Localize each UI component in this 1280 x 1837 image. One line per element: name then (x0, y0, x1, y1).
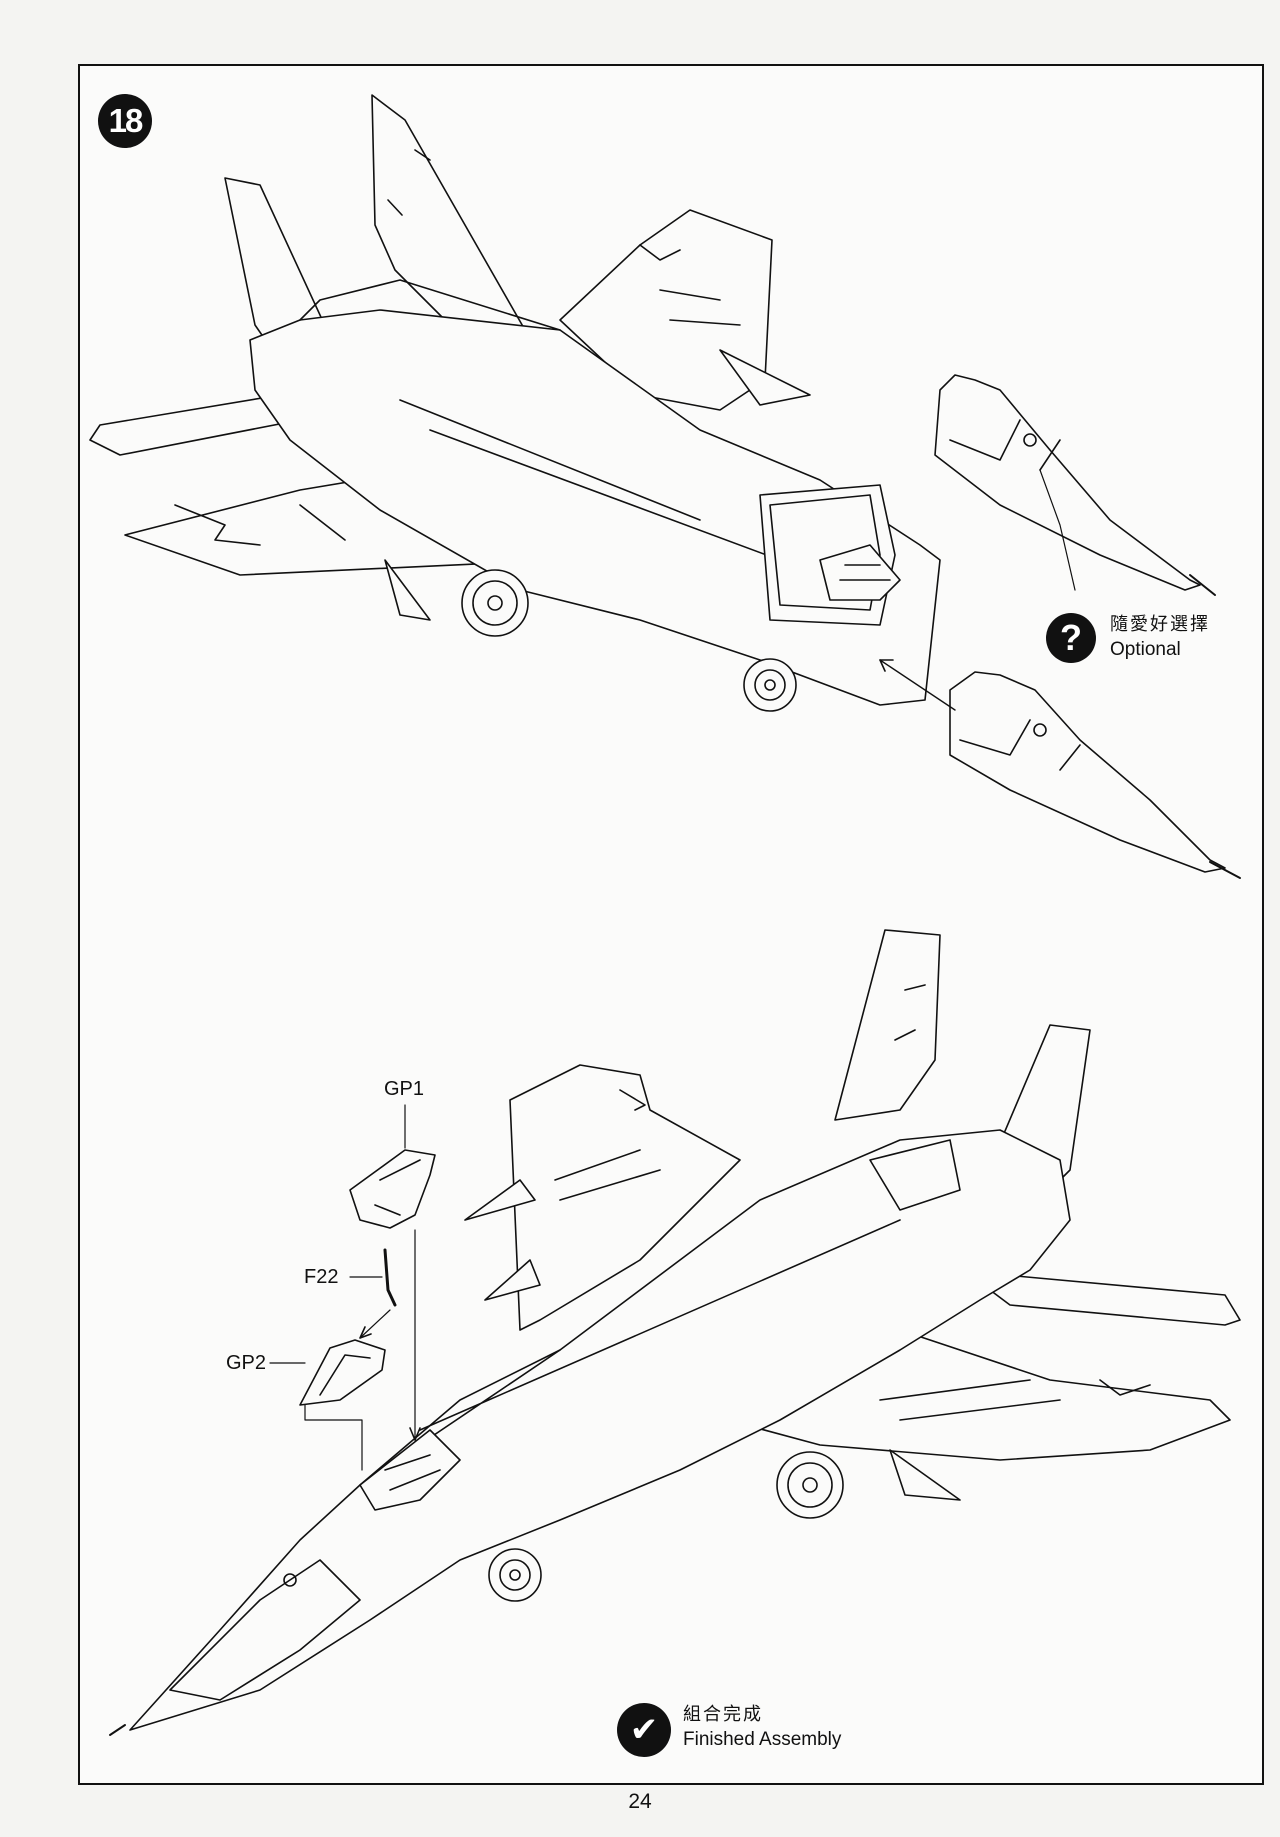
part-gp1-canopy (349, 1149, 436, 1229)
part-label-f22: F22 (304, 1266, 339, 1288)
optional-nose-cone-lower (949, 671, 1241, 879)
optional-nose-cone-upper (934, 374, 1216, 596)
part-gp2-windscreen (299, 1339, 386, 1406)
step-number-badge: 18 (98, 94, 152, 148)
part-label-gp2: GP2 (226, 1352, 267, 1374)
page-number: 24 (628, 1790, 652, 1813)
question-icon: ? (1046, 613, 1096, 663)
finished-label-zh: 組合完成 (683, 1704, 763, 1725)
part-label-gp1: GP1 (384, 1078, 425, 1100)
finished-note: 組合完成 Finished Assembly (683, 1702, 841, 1752)
finished-label-en: Finished Assembly (683, 1729, 842, 1750)
aircraft-bottom-illustration (109, 929, 1241, 1736)
aircraft-top-illustration (89, 94, 941, 712)
optional-label-zh: 隨愛好選擇 (1110, 614, 1210, 635)
part-f22-strut (383, 1248, 397, 1307)
checkmark-icon: ✔ (617, 1703, 671, 1757)
optional-note: 隨愛好選擇 Optional (1110, 612, 1210, 662)
optional-label-en: Optional (1110, 639, 1181, 660)
